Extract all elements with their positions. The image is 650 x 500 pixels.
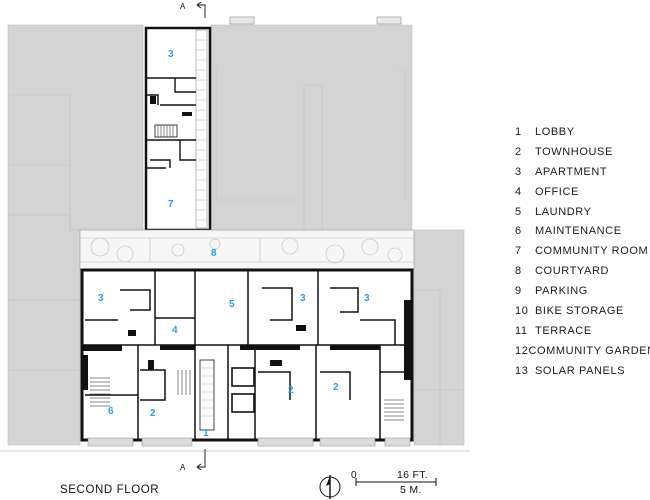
- legend-item-label: PARKING: [535, 285, 588, 298]
- rooftop-units: [229, 16, 402, 25]
- room-label-office: 4: [172, 325, 178, 336]
- legend-item-number: 5: [515, 205, 522, 218]
- room-label-maintenance: 6: [108, 406, 114, 417]
- room-label-community-room: 7: [168, 199, 174, 210]
- room-label-townhouse-west: 2: [150, 408, 156, 419]
- room-label-apartment-east: 3: [364, 293, 370, 304]
- legend-item: 9 PARKING: [515, 281, 650, 301]
- legend-item-label: COURTYARD: [535, 265, 610, 278]
- south-garden-strips: [87, 437, 411, 447]
- floor-title: SECOND FLOOR: [60, 484, 160, 496]
- legend-item-label: LAUNDRY: [535, 205, 592, 218]
- section-marker-top: [196, 1, 206, 18]
- room-label-laundry: 5: [229, 299, 235, 310]
- neighbor-outlines: [8, 65, 464, 445]
- scale-meters-label: 5 M.: [400, 484, 422, 496]
- room-label-townhouse-mid: 2: [288, 385, 294, 396]
- north-arrow-icon: [319, 475, 341, 499]
- legend-item: 8 COURTYARD: [515, 261, 650, 281]
- neighbor-west-upper: [7, 24, 144, 231]
- legend-item-number: 3: [515, 165, 522, 178]
- legend-item-label: COMMUNITY ROOM: [535, 245, 649, 258]
- scale-feet-label: 16 FT.: [397, 469, 428, 481]
- north-wing: [144, 26, 212, 232]
- room-label-courtyard: 8: [211, 248, 217, 259]
- scale-bar-icon: [355, 478, 437, 486]
- legend-item-number: 9: [515, 285, 522, 298]
- legend-item: 11 TERRACE: [515, 321, 650, 341]
- legend-item-label: APARTMENT: [535, 165, 608, 178]
- legend-item: 7 COMMUNITY ROOM: [515, 241, 650, 261]
- legend-item-number: 4: [515, 185, 522, 198]
- courtyard: [79, 229, 415, 271]
- legend-item-label: MAINTENANCE: [535, 225, 622, 238]
- legend-item-label: LOBBY: [535, 125, 575, 138]
- legend-item-number: 13: [515, 364, 529, 377]
- legend-item-number: 1: [515, 125, 522, 138]
- legend-item: 13 SOLAR PANELS: [515, 361, 650, 381]
- legend-item-number: 8: [515, 265, 522, 278]
- section-label-top: A: [180, 2, 186, 11]
- legend-item-number: 7: [515, 245, 522, 258]
- legend-item-label: OFFICE: [535, 185, 579, 198]
- neighbor-east-lower: [413, 229, 465, 446]
- neighbor-west-mid: [7, 214, 81, 301]
- legend-item-number: 6: [515, 225, 522, 238]
- legend-item: 6 MAINTENANCE: [515, 221, 650, 241]
- neighbor-north-east: [210, 24, 413, 231]
- room-label-apartment-west: 3: [98, 293, 104, 304]
- legend-item: 1 LOBBY: [515, 122, 650, 142]
- legend-item: 5 LAUNDRY: [515, 202, 650, 222]
- legend-item-label: TOWNHOUSE: [535, 145, 613, 158]
- section-label-bottom: A: [180, 463, 186, 472]
- neighbor-buildings: [7, 24, 465, 446]
- legend-item: 4 OFFICE: [515, 182, 650, 202]
- legend-item-number: 2: [515, 145, 522, 158]
- room-label-townhouse-east: 2: [333, 382, 339, 393]
- legend-item-label: COMMUNITY GARDEN: [528, 344, 650, 357]
- legend-item: 2 TOWNHOUSE: [515, 142, 650, 162]
- legend: 1 LOBBY 2 TOWNHOUSE 3 APARTMENT 4 OFFICE 5 LA…: [515, 122, 650, 381]
- legend-item: 3 APARTMENT: [515, 162, 650, 182]
- main-building: [80, 268, 414, 442]
- room-label-lobby: 1: [203, 428, 209, 439]
- section-marker-bottom: [196, 449, 206, 471]
- legend-item-number: 10: [515, 304, 529, 317]
- legend-item-label: BIKE STORAGE: [535, 304, 624, 317]
- legend-item-label: TERRACE: [535, 324, 592, 337]
- legend-item-number: 12: [515, 344, 529, 357]
- room-label-apartment-mid: 3: [300, 293, 306, 304]
- legend-item-label: SOLAR PANELS: [535, 364, 626, 377]
- scale-zero-label: 0: [351, 470, 357, 481]
- legend-item: 10 BIKE STORAGE: [515, 301, 650, 321]
- neighbor-west-lower: [7, 299, 81, 446]
- room-label-north-apartment: 3: [168, 49, 174, 60]
- legend-item-number: 11: [515, 324, 528, 337]
